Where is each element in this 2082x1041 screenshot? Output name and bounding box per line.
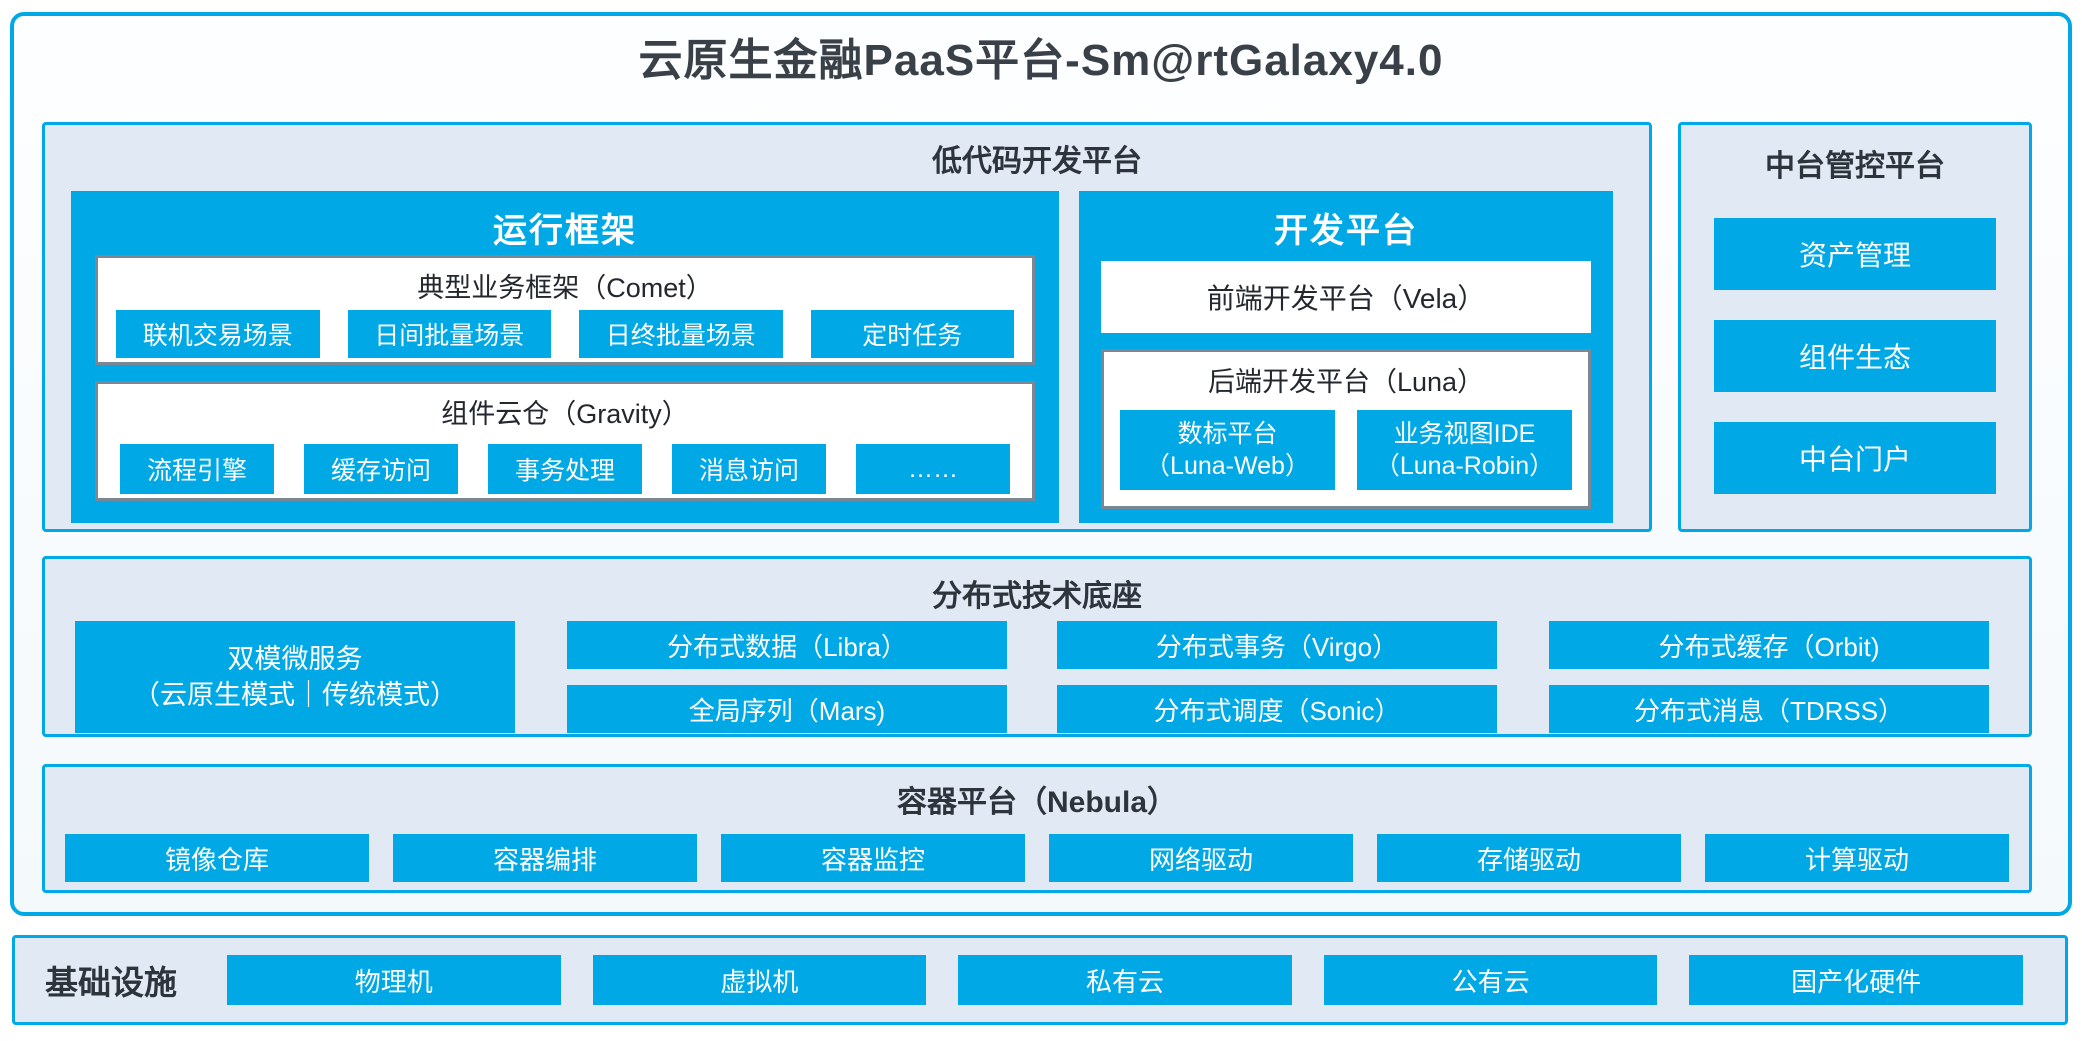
gravity-item-ellipsis: …… <box>856 444 1010 494</box>
luna-robin-item: 业务视图IDE （Luna-Robin） <box>1357 410 1572 490</box>
container-item: 计算驱动 <box>1705 834 2009 882</box>
infrastructure-item: 物理机 <box>227 955 561 1005</box>
comet-item: 联机交易场景 <box>116 310 320 358</box>
luna-web-item: 数标平台 （Luna-Web） <box>1120 410 1335 490</box>
comet-title: 典型业务框架（Comet） <box>417 273 713 303</box>
luna-backend-box: 后端开发平台（Luna） 数标平台 （Luna-Web） 业务视图IDE （Lu… <box>1101 349 1591 509</box>
container-item: 存储驱动 <box>1377 834 1681 882</box>
container-item: 镜像仓库 <box>65 834 369 882</box>
luna-robin-line1: 业务视图IDE <box>1393 419 1536 448</box>
dual-mode-line1: 双模微服务 <box>227 643 363 674</box>
luna-web-line2: （Luna-Web） <box>1145 452 1310 480</box>
runtime-framework-title: 运行框架 <box>493 212 637 250</box>
midplatform-item: 资产管理 <box>1714 218 1996 290</box>
infrastructure-item: 私有云 <box>958 955 1292 1005</box>
page-title: 云原生金融PaaS平台-Sm@rtGalaxy4.0 <box>638 36 1444 85</box>
luna-items-row: 数标平台 （Luna-Web） 业务视图IDE （Luna-Robin） <box>1120 410 1572 490</box>
container-item: 容器编排 <box>393 834 697 882</box>
section-lowcode-platform: 低代码开发平台 运行框架 典型业务框架（Comet） 联机交易场景 日间批量场景… <box>42 122 1652 532</box>
luna-title: 后端开发平台（Luna） <box>1207 367 1485 397</box>
section-distributed-base: 分布式技术底座 双模微服务 （云原生模式｜传统模式） 分布式数据（Libra） … <box>42 556 2032 737</box>
dev-platform-title: 开发平台 <box>1274 212 1418 250</box>
gravity-items-row: 流程引擎 缓存访问 事务处理 消息访问 …… <box>120 444 1010 494</box>
container-platform-items: 镜像仓库 容器编排 容器监控 网络驱动 存储驱动 计算驱动 <box>65 834 2009 882</box>
comet-framework-box: 典型业务框架（Comet） 联机交易场景 日间批量场景 日终批量场景 定时任务 <box>95 255 1035 365</box>
comet-item: 定时任务 <box>810 310 1014 358</box>
gravity-item: 缓存访问 <box>304 444 458 494</box>
dev-platform-box: 开发平台 前端开发平台（Vela） 后端开发平台（Luna） 数标平台 （Lun… <box>1079 191 1613 523</box>
container-platform-title: 容器平台（Nebula） <box>896 786 1178 819</box>
luna-robin-line2: （Luna-Robin） <box>1374 452 1555 480</box>
global-sequence-box: 全局序列（Mars) <box>567 685 1007 733</box>
lowcode-section-title: 低代码开发平台 <box>932 145 1142 178</box>
distributed-message-box: 分布式消息（TDRSS） <box>1549 685 1989 733</box>
infrastructure-item: 公有云 <box>1323 955 1658 1005</box>
gravity-warehouse-box: 组件云仓（Gravity） 流程引擎 缓存访问 事务处理 消息访问 …… <box>95 381 1035 501</box>
section-midplatform: 中台管控平台 资产管理 组件生态 中台门户 <box>1678 122 2032 532</box>
gravity-item: 流程引擎 <box>120 444 274 494</box>
infrastructure-label: 基础设施 <box>45 964 177 1001</box>
infrastructure-item: 虚拟机 <box>592 955 927 1005</box>
distributed-title: 分布式技术底座 <box>932 580 1142 613</box>
comet-items-row: 联机交易场景 日间批量场景 日终批量场景 定时任务 <box>116 310 1014 358</box>
gravity-item: 消息访问 <box>672 444 826 494</box>
infrastructure-item: 国产化硬件 <box>1689 955 2023 1005</box>
distributed-scheduling-box: 分布式调度（Sonic） <box>1057 685 1497 733</box>
distributed-data-box: 分布式数据（Libra） <box>567 621 1007 669</box>
gravity-title: 组件云仓（Gravity） <box>441 399 689 429</box>
infrastructure-items: 物理机 虚拟机 私有云 公有云 国产化硬件 <box>227 955 2023 1005</box>
container-item: 网络驱动 <box>1049 834 1353 882</box>
dual-mode-microservice-box: 双模微服务 （云原生模式｜传统模式） <box>75 621 515 733</box>
vela-label: 前端开发平台（Vela） <box>1206 283 1486 314</box>
midplatform-item: 中台门户 <box>1714 422 1996 494</box>
section-container-platform: 容器平台（Nebula） 镜像仓库 容器编排 容器监控 网络驱动 存储驱动 计算… <box>42 764 2032 893</box>
dual-mode-line2: （云原生模式｜传统模式） <box>133 680 457 710</box>
distributed-cache-box: 分布式缓存（Orbit) <box>1549 621 1989 669</box>
luna-web-line1: 数标平台 <box>1177 419 1278 448</box>
section-infrastructure: 基础设施 物理机 虚拟机 私有云 公有云 国产化硬件 <box>12 935 2068 1025</box>
comet-item: 日间批量场景 <box>347 310 551 358</box>
vela-frontend-box: 前端开发平台（Vela） <box>1101 261 1591 333</box>
midplatform-item: 组件生态 <box>1714 320 1996 392</box>
runtime-framework-box: 运行框架 典型业务框架（Comet） 联机交易场景 日间批量场景 日终批量场景 … <box>71 191 1059 523</box>
midplatform-items: 资产管理 组件生态 中台门户 <box>1714 218 1996 494</box>
comet-item: 日终批量场景 <box>579 310 783 358</box>
midplatform-title: 中台管控平台 <box>1765 150 1945 183</box>
gravity-item: 事务处理 <box>488 444 642 494</box>
container-item: 容器监控 <box>721 834 1025 882</box>
distributed-transaction-box: 分布式事务（Virgo） <box>1057 621 1497 669</box>
